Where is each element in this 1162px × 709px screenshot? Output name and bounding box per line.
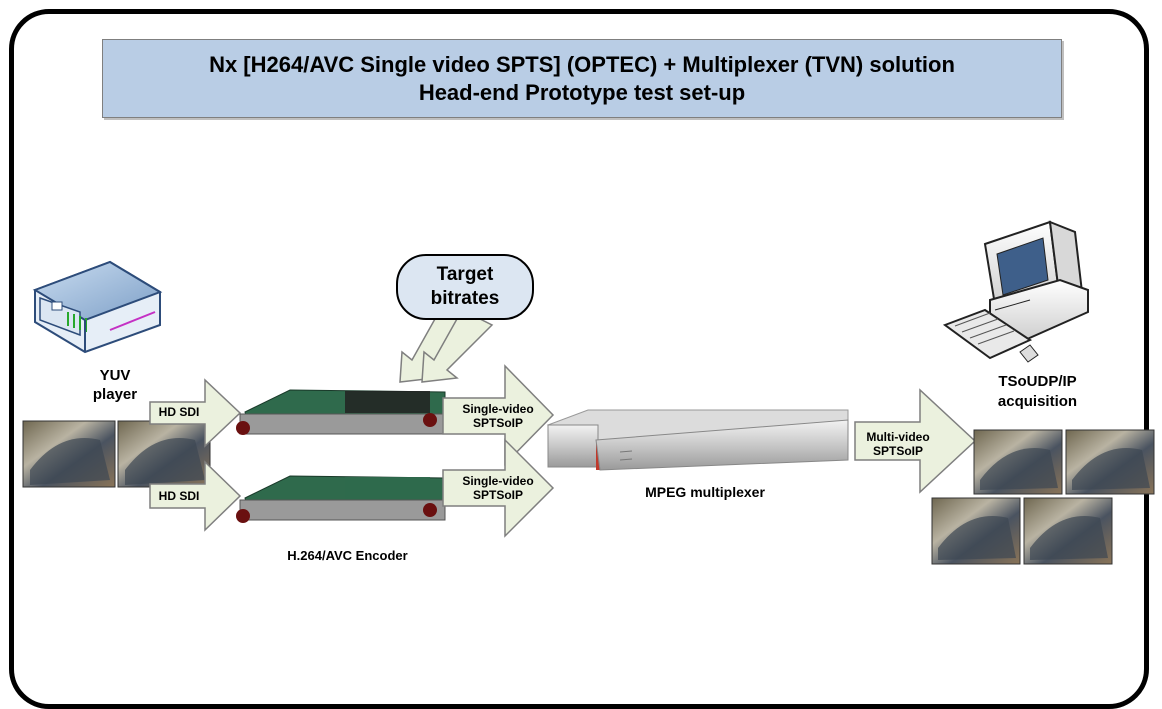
- title-line-2: Head-end Prototype test set-up: [418, 79, 746, 105]
- yuv-player-line-2: player: [92, 386, 138, 403]
- diagram-title: Nx [H264/AVC Single video SPTS] (OPTEC) …: [102, 39, 1062, 118]
- title-line-1: Nx [H264/AVC Single video SPTS] (OPTEC) …: [209, 51, 955, 77]
- hd-sdi-label-2: HD SDI: [158, 489, 200, 503]
- single-video-2-line-1: Single-video: [462, 474, 534, 488]
- callout-line-1: Target: [436, 264, 494, 285]
- target-bitrates-arrow: [399, 309, 494, 383]
- mpeg-multiplexer-device: [546, 409, 849, 471]
- single-video-2-line-2: SPTSoIP: [472, 488, 523, 502]
- multi-video-line-1: Multi-video: [866, 430, 930, 444]
- yuv-player-label: YUV player: [80, 366, 150, 404]
- single-video-arrow-2: [442, 438, 555, 538]
- single-video-1-line-2: SPTSoIP: [472, 416, 523, 430]
- single-video-arrow-1: [442, 364, 555, 466]
- encoder-label: H.264/AVC Encoder: [287, 548, 408, 563]
- computer-icon: [942, 220, 1089, 363]
- hd-sdi-arrow-1: [149, 378, 242, 448]
- acquisition-label: TSoUDP/IP acquisition: [975, 372, 1100, 412]
- encoder-board-2: [236, 475, 446, 523]
- encoder-board-1: [236, 389, 446, 435]
- single-video-1-line-1: Single-video: [462, 402, 534, 416]
- multi-video-label: Multi-video SPTSoIP: [858, 430, 938, 458]
- yuv-player-line-1: YUV: [99, 367, 131, 384]
- acquisition-line-2: acquisition: [997, 393, 1078, 410]
- multi-video-arrow: [854, 388, 977, 494]
- callout-line-2: bitrates: [430, 288, 500, 309]
- single-video-label-2: Single-video SPTSoIP: [445, 474, 551, 502]
- output-video-frames: [931, 429, 1155, 565]
- source-video-frames: [22, 420, 211, 488]
- single-video-label-1: Single-video SPTSoIP: [445, 402, 551, 430]
- hd-sdi-arrow-2: [149, 460, 242, 532]
- target-bitrates-callout: Target bitrates: [396, 254, 534, 320]
- acquisition-line-1: TSoUDP/IP: [998, 373, 1077, 390]
- yuv-player-icon: [32, 260, 163, 354]
- hd-sdi-label-1: HD SDI: [158, 405, 200, 419]
- multi-video-line-2: SPTSoIP: [872, 444, 923, 458]
- multiplexer-label: MPEG multiplexer: [645, 484, 765, 500]
